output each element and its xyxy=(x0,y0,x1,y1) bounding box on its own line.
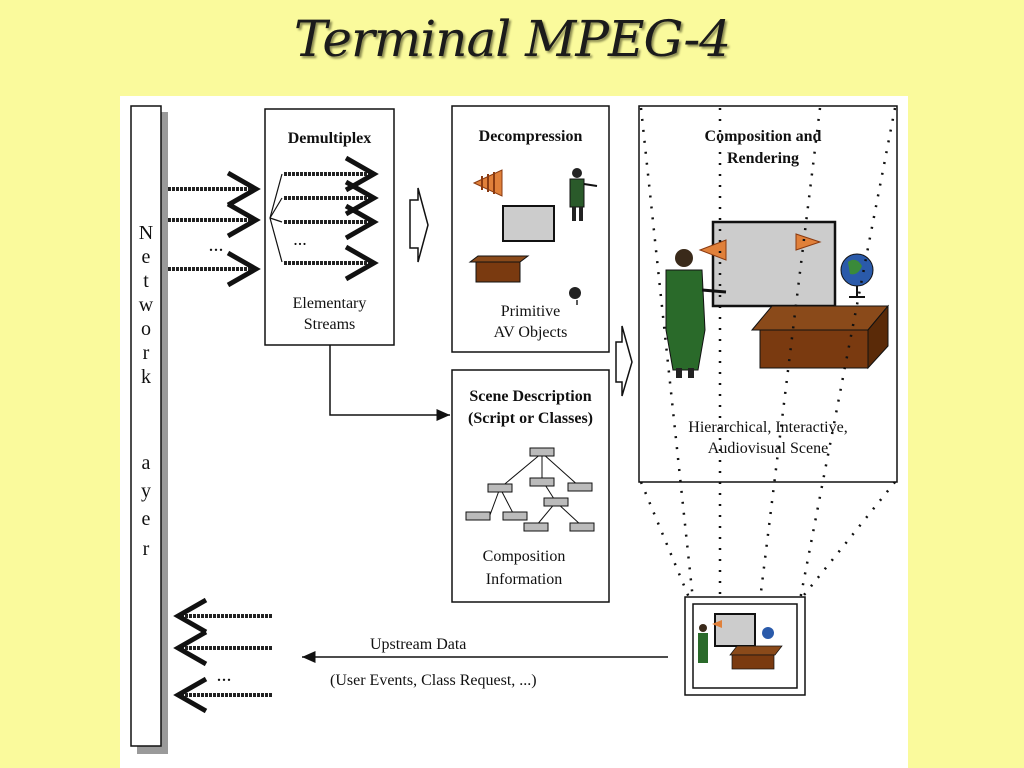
incoming-stream-arrows xyxy=(168,170,261,288)
upstream-data-detail: (User Events, Class Request, ...) xyxy=(330,672,537,689)
demultiplex-caption-2: Streams xyxy=(303,316,356,333)
screen-icon xyxy=(502,205,555,242)
decompression-caption-2: AV Objects xyxy=(493,324,568,341)
demultiplex-box xyxy=(264,108,395,346)
block-arrow-to-composition xyxy=(615,325,633,397)
decompression-caption-1: Primitive xyxy=(500,303,561,320)
network-letter: r xyxy=(142,538,150,560)
decompression-box xyxy=(451,105,610,353)
slide-title: Terminal MPEG-4 xyxy=(293,10,731,68)
demux-to-scene-arrow xyxy=(329,345,450,421)
person-icon xyxy=(569,168,598,221)
scene-description-box xyxy=(451,369,610,603)
network-letter: e xyxy=(141,246,151,268)
composition-caption-2: Audiovisual Scene xyxy=(707,440,829,457)
block-arrow-demux-decomp xyxy=(409,187,429,263)
decompression-title: Decompression xyxy=(478,128,583,145)
large-desk-icon xyxy=(750,304,890,370)
globe-large-icon xyxy=(840,253,874,298)
speaker-icon xyxy=(472,169,503,197)
outgoing-ellipsis: ... xyxy=(216,664,232,686)
network-letter: y xyxy=(141,480,151,502)
incoming-ellipsis: ... xyxy=(208,234,224,256)
composition-box xyxy=(638,105,898,483)
small-speaker-icon xyxy=(698,233,822,261)
upstream-data-label: Upstream Data xyxy=(370,636,467,653)
demultiplex-caption-1: Elementary xyxy=(292,295,367,312)
scene-description-title-1: Scene Description xyxy=(469,388,592,405)
network-letter: e xyxy=(141,508,151,530)
network-layer-bar xyxy=(130,105,168,754)
outgoing-stream-arrows xyxy=(173,597,272,714)
scene-description-title-2: (Script or Classes) xyxy=(467,410,594,427)
desk-icon xyxy=(468,255,530,283)
globe-icon xyxy=(569,287,581,305)
composition-title-2: Rendering xyxy=(727,150,799,167)
network-letter: r xyxy=(142,342,150,364)
teacher-icon xyxy=(665,249,727,378)
thumbnail-scene xyxy=(684,596,806,696)
demultiplex-title: Demultiplex xyxy=(287,130,372,147)
network-letter: N xyxy=(138,222,154,244)
demux-ellipsis: ... xyxy=(293,229,307,249)
large-screen-icon xyxy=(711,220,837,308)
scene-description-caption-1: Composition xyxy=(482,548,566,565)
scene-tree-icon xyxy=(465,447,595,532)
network-letter: a xyxy=(141,452,151,474)
scene-description-caption-2: Information xyxy=(485,571,563,588)
network-letter: w xyxy=(138,294,154,316)
composition-caption-1: Hierarchical, Interactive, xyxy=(688,419,848,436)
network-letter: t xyxy=(143,270,149,292)
network-letter: o xyxy=(141,318,151,340)
network-letter: k xyxy=(141,366,151,388)
composition-title-1: Composition and xyxy=(704,128,822,145)
